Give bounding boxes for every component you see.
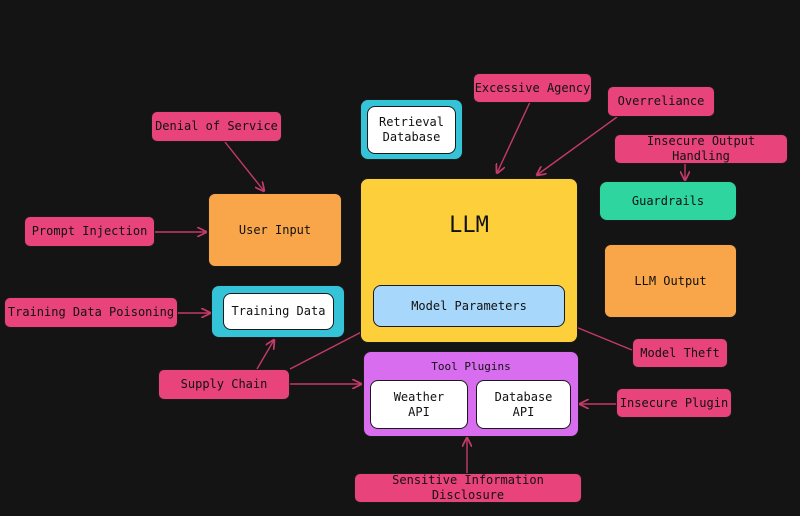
threat-label: Excessive Agency [474, 80, 591, 95]
training-data-label: Training Data [231, 304, 326, 318]
threat-supply-chain: Supply Chain [158, 369, 290, 400]
arrow-denial-of-service [224, 141, 264, 191]
threat-model-theft: Model Theft [632, 338, 728, 368]
training-data-box: Training Data [223, 293, 334, 330]
arrow-supply-chain-training [256, 340, 274, 370]
database-api-box: Database API [476, 380, 571, 429]
tool-plugins-label: Tool Plugins [431, 360, 511, 373]
retrieval-database-box: Retrieval Database [367, 106, 456, 154]
database-api-label: Database API [494, 389, 553, 419]
threat-denial-of-service: Denial of Service [151, 111, 282, 142]
guardrails-box: Guardrails [599, 181, 737, 221]
arrow-supply-chain-model [289, 326, 373, 370]
threat-sensitive-information-disclosure: Sensitive Information Disclosure [354, 473, 582, 503]
threat-prompt-injection: Prompt Injection [24, 216, 155, 247]
threat-excessive-agency: Excessive Agency [473, 73, 592, 103]
guardrails-label: Guardrails [631, 193, 705, 208]
threat-label: Supply Chain [180, 377, 268, 391]
retrieval-database-label: Retrieval Database [378, 115, 445, 144]
user-input-label: User Input [238, 222, 312, 237]
threat-label: Overreliance [617, 94, 705, 108]
threat-label: Prompt Injection [31, 224, 148, 238]
threat-insecure-output-handling: Insecure Output Handling [614, 134, 788, 164]
arrow-overreliance [537, 116, 618, 175]
model-parameters-box: Model Parameters [373, 285, 565, 327]
threat-insecure-plugin: Insecure Plugin [616, 388, 732, 418]
model-parameters-label: Model Parameters [411, 298, 527, 313]
threat-overreliance: Overreliance [607, 86, 715, 117]
weather-api-label: Weather API [393, 389, 445, 419]
threat-label: Sensitive Information Disclosure [392, 473, 544, 502]
threat-label: Training Data Poisoning [7, 305, 175, 319]
arrow-excessive-agency [497, 101, 531, 173]
threat-training-data-poisoning: Training Data Poisoning [4, 297, 178, 328]
user-input-box: User Input [208, 193, 342, 267]
threat-label: Model Theft [640, 345, 720, 360]
threat-label: Insecure Output Handling [646, 134, 756, 163]
llm-output-box: LLM Output [604, 244, 737, 318]
llm-output-label: LLM Output [634, 273, 707, 288]
threat-label: Insecure Plugin [619, 395, 729, 410]
threat-label: Denial of Service [155, 119, 278, 133]
llm-label: LLM [449, 213, 489, 238]
weather-api-box: Weather API [370, 380, 468, 429]
